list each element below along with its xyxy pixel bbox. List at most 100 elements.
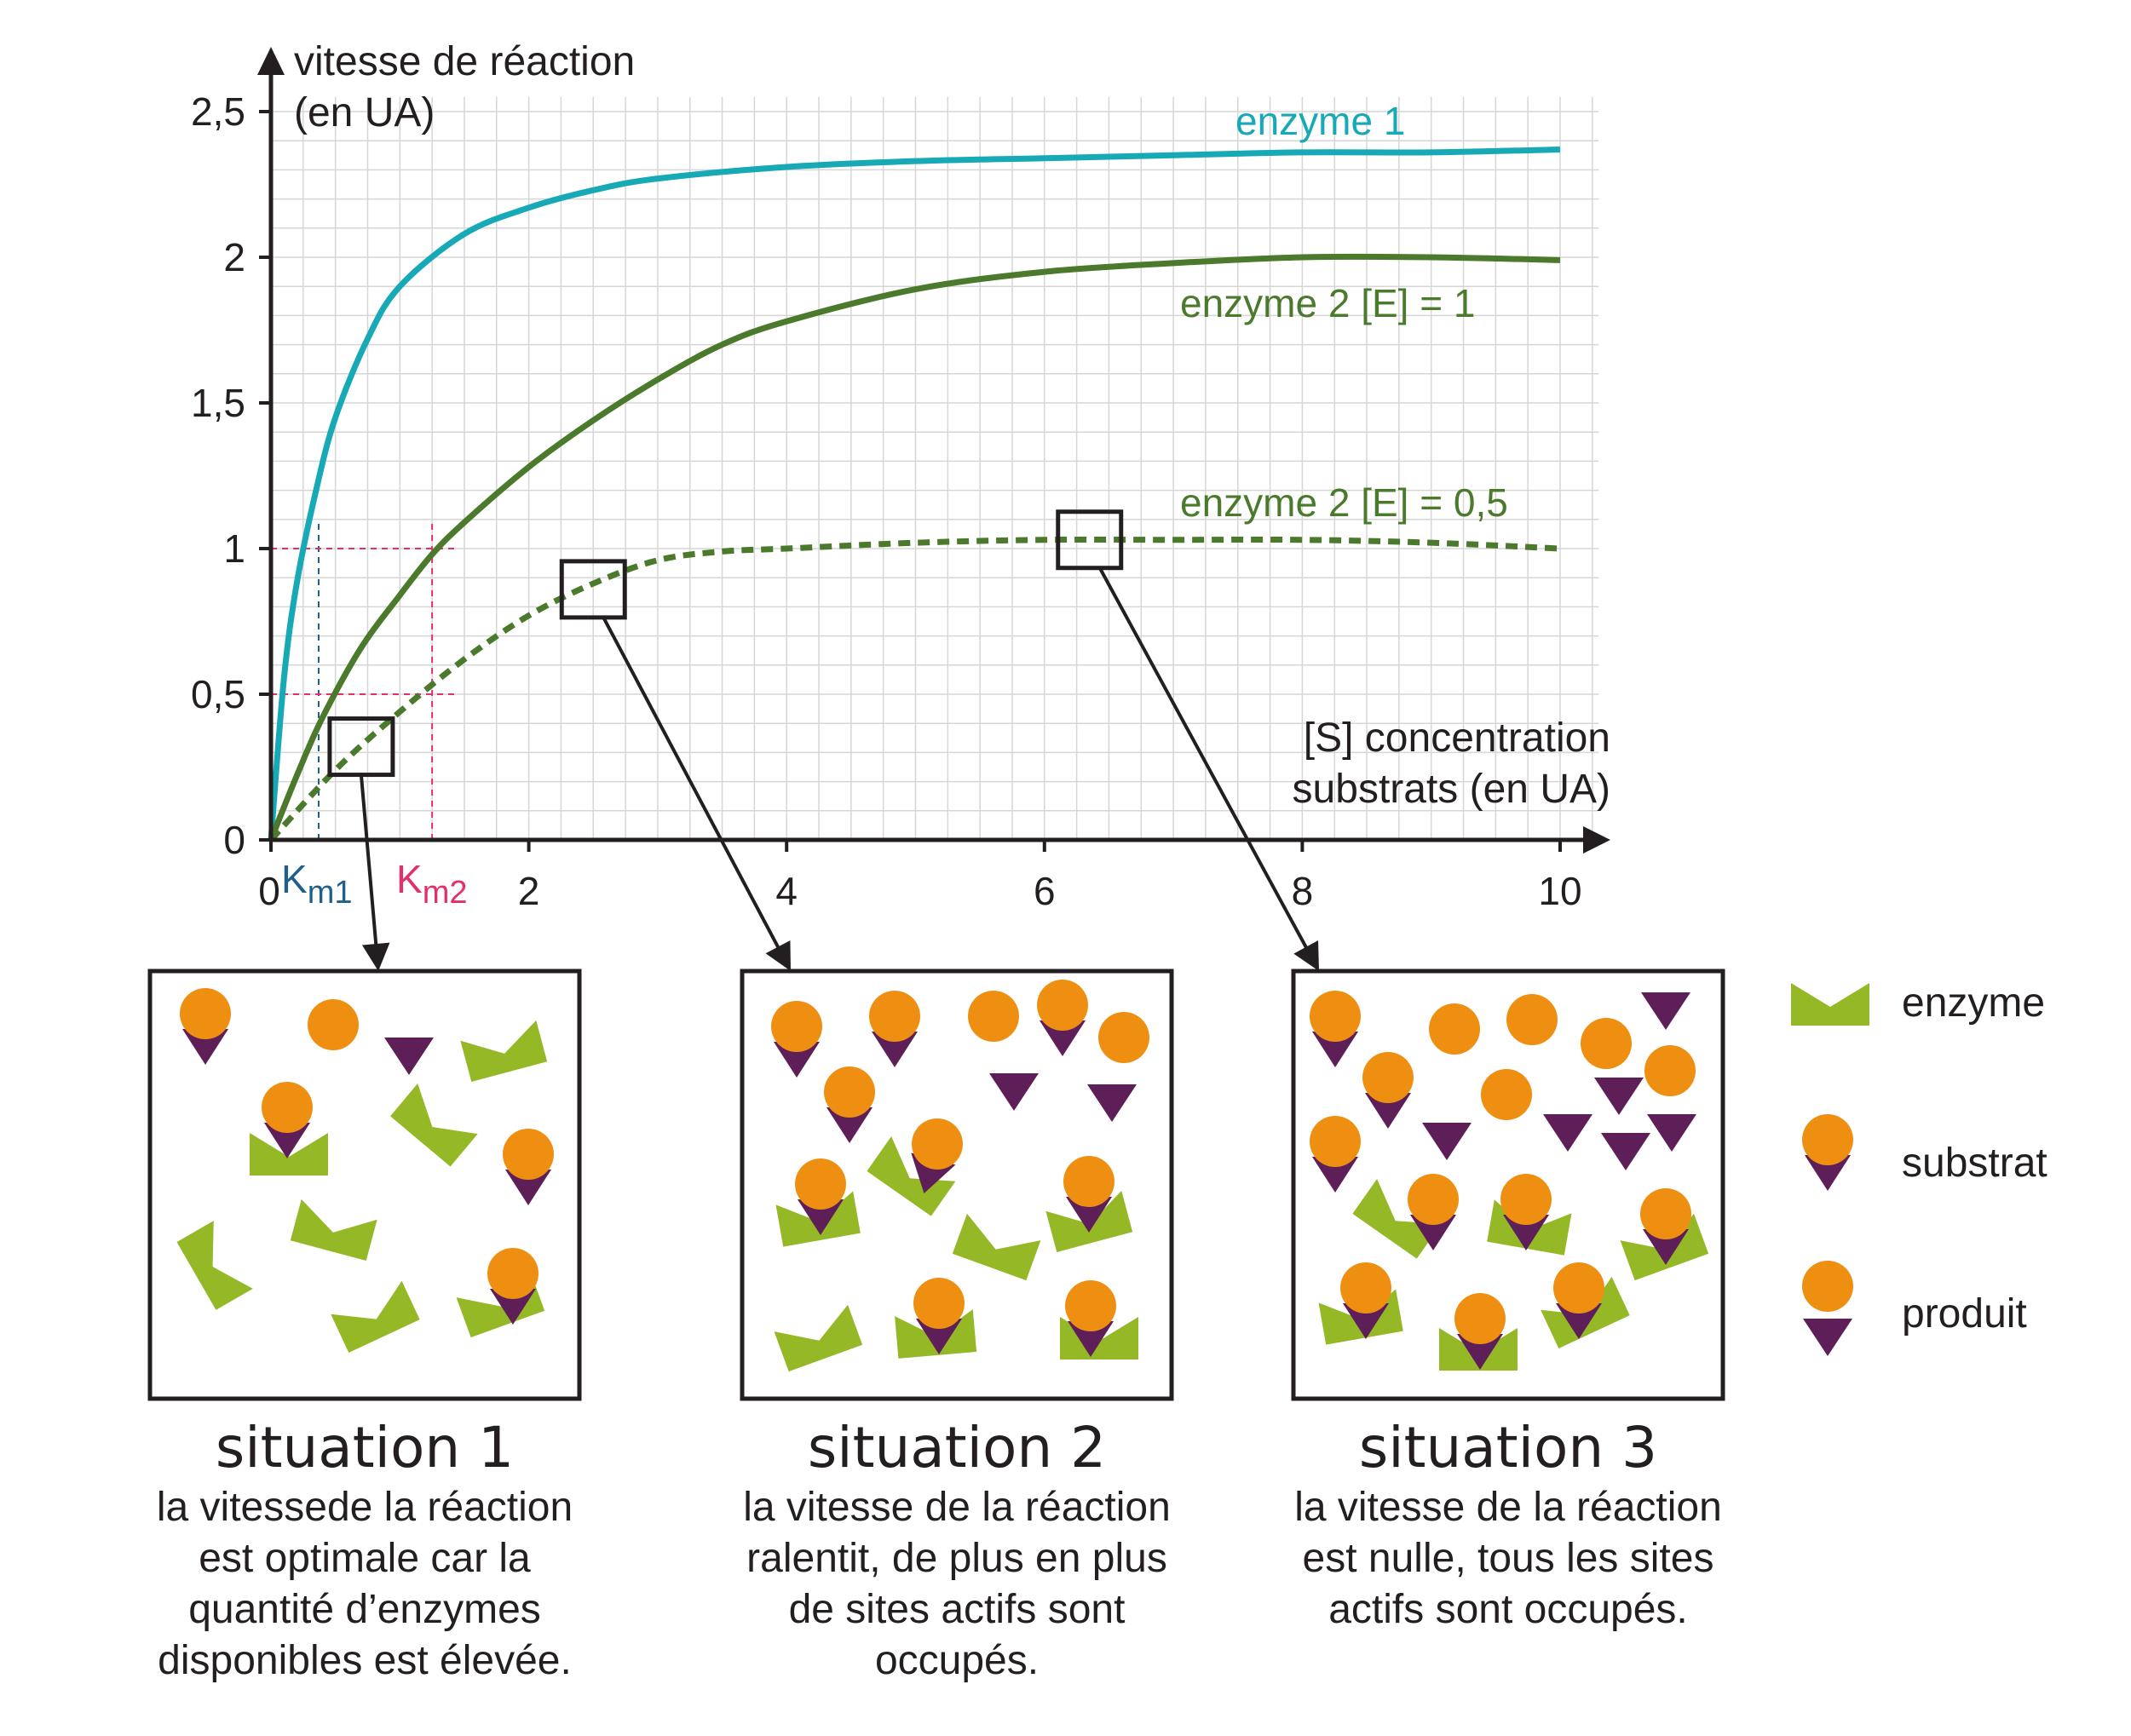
zoom-arrowhead-2	[765, 940, 791, 971]
substrate-circle	[869, 991, 920, 1042]
series-layer	[268, 146, 1561, 842]
substrate-triangle	[1410, 1215, 1456, 1250]
substrate-triangle	[1312, 1157, 1358, 1193]
series-label-enzyme1: enzyme 1	[1235, 99, 1405, 143]
x-tick-label: 10	[1538, 869, 1581, 913]
situation-2-line: occupés.	[874, 1638, 1040, 1683]
zoom-box-3	[1056, 509, 1124, 571]
substrate-molecule	[1408, 1174, 1459, 1250]
series-label-enzyme2-e1: enzyme 2 [E] = 1	[1180, 281, 1475, 325]
substrate-triangle	[1365, 1093, 1411, 1129]
substrate-molecule	[1640, 1188, 1691, 1265]
situation-3-line: la vitesse de la réaction	[1294, 1485, 1722, 1530]
x-axis-title-line2: substrats (en UA)	[1293, 767, 1610, 812]
substrate-triangle	[1503, 1215, 1549, 1250]
substrate-circle	[913, 1278, 965, 1329]
substrate-molecule	[795, 1158, 846, 1235]
x-tick-label: 2	[518, 869, 540, 913]
enzyme-body	[460, 1020, 548, 1083]
substrate-circle	[1408, 1174, 1459, 1225]
substrate-triangle	[1457, 1334, 1503, 1370]
substrate-circle	[795, 1158, 846, 1210]
enzyme-shape	[176, 1221, 253, 1310]
enzyme-shape	[1045, 1190, 1133, 1253]
substrate-circle	[1553, 1262, 1604, 1313]
substrate-circle	[1362, 1052, 1414, 1103]
product-triangle	[1087, 1084, 1137, 1122]
x-tick-label: 6	[1034, 869, 1056, 913]
substrate-circle	[824, 1066, 875, 1118]
enzyme-body	[1352, 1178, 1442, 1259]
enzyme-shape	[1791, 983, 1869, 1026]
situation-1-caption: situation 1 la vitessede la réaction est…	[101, 1414, 629, 1687]
enzyme-shape	[460, 1020, 548, 1083]
substrate-molecule	[1802, 1114, 1853, 1191]
situation-2-caption: situation 2 la vitesse de la réaction ra…	[693, 1414, 1221, 1687]
substrate-triangle	[798, 1199, 844, 1235]
enzyme-shape	[1541, 1276, 1630, 1349]
enzyme-shape	[1439, 1328, 1518, 1371]
substrate-molecule	[487, 1248, 539, 1325]
substrate-triangle	[916, 1319, 962, 1354]
substrate-molecule	[911, 1118, 963, 1193]
substrate-circle	[1310, 1116, 1361, 1167]
series-label-enzyme2-e05: enzyme 2 [E] = 0,5	[1180, 480, 1508, 525]
zoom-arrowhead-3	[1293, 940, 1319, 971]
product-triangle	[1594, 1078, 1644, 1115]
enzyme-body	[1541, 1276, 1630, 1349]
enzyme-shape	[290, 1199, 377, 1262]
substrate-circle	[1802, 1114, 1853, 1165]
enzyme-body	[1791, 983, 1869, 1026]
y-axis-title-line2: (en UA)	[294, 90, 435, 135]
y-tick-label: 2	[223, 235, 245, 279]
substrate-molecule	[1340, 1262, 1391, 1339]
substrate-molecule	[1063, 1156, 1114, 1233]
x-tick-label: 0	[258, 869, 280, 913]
km-guide-lines	[271, 519, 458, 840]
substrate-circle	[1640, 1188, 1691, 1239]
situation-1-line: est optimale car la	[199, 1536, 531, 1581]
substrate-triangle	[826, 1107, 873, 1143]
situation-2-line: de sites actifs sont	[788, 1587, 1126, 1632]
substrate-molecule	[1037, 980, 1088, 1056]
substrate-triangle	[1643, 1229, 1689, 1265]
substrate-triangle	[1312, 1032, 1358, 1067]
series-line-1	[268, 146, 1561, 841]
y-tick-label: 1	[223, 526, 245, 571]
legend-enzyme-label: enzyme	[1902, 980, 2046, 1026]
y-axis-title-line1: vitesse de réaction	[294, 39, 635, 84]
substrate-circle	[180, 988, 231, 1039]
product-triangle	[1422, 1123, 1472, 1160]
substrate-molecule	[1310, 1116, 1361, 1193]
zoom-arrow-3	[1097, 566, 1309, 950]
y-tick-label: 2,5	[191, 89, 245, 134]
enzyme-body	[867, 1135, 956, 1216]
substrate-triangle	[1343, 1303, 1389, 1339]
substrate-triangle	[1805, 1155, 1851, 1191]
substrate-molecule	[180, 988, 231, 1065]
x-axis-title-line1: [S] concentration	[1304, 716, 1610, 761]
enzyme-body	[290, 1199, 377, 1262]
product-circle	[1802, 1261, 1853, 1312]
enzyme-shape	[952, 1213, 1041, 1281]
substrate-triangle	[182, 1029, 228, 1065]
product-triangle	[1543, 1114, 1592, 1152]
molecules	[176, 980, 1709, 1372]
legend-icons	[1791, 983, 1869, 1356]
enzyme-shape	[1352, 1178, 1442, 1259]
substrate-circle	[1037, 980, 1088, 1031]
enzyme-body	[1060, 1317, 1138, 1359]
enzyme-body	[774, 1304, 863, 1372]
enzyme-shape	[250, 1133, 328, 1176]
substrate-molecule	[913, 1278, 965, 1354]
x-axis-arrow	[1583, 826, 1610, 854]
substrate-molecule	[1310, 991, 1361, 1067]
substrate-circle	[487, 1248, 539, 1299]
enzyme-shape	[1060, 1317, 1138, 1359]
enzyme-shape	[867, 1135, 956, 1216]
situation-1-line: disponibles est élevée.	[158, 1638, 572, 1683]
y-tick-label: 0	[223, 818, 245, 862]
enzyme-body	[250, 1133, 328, 1176]
